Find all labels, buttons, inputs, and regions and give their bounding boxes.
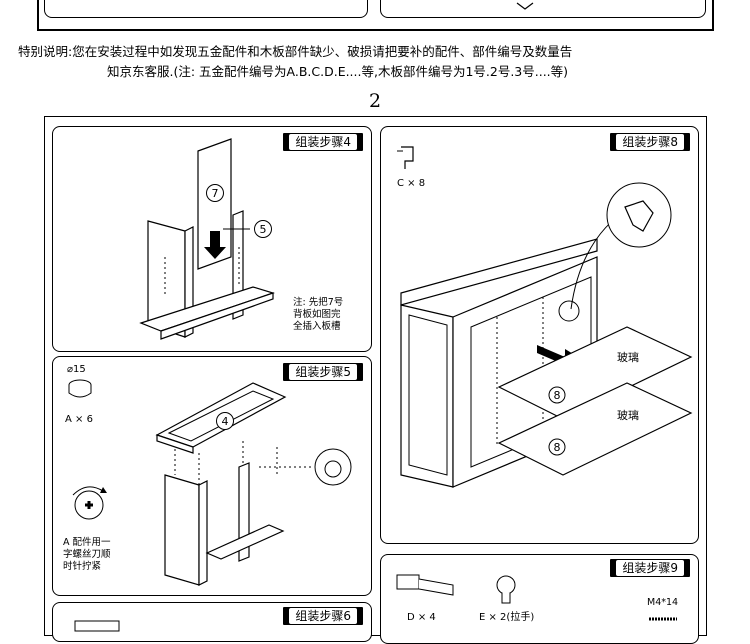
step4-note-line-2: 背板如图完 [293,309,341,320]
step6-panel: 组装步骤6 [52,602,372,642]
prev-panel-left [44,0,368,18]
step4-title: 组装步骤4 [289,134,357,150]
hinge-icon [396,574,454,596]
step6-title: 组装步骤6 [289,608,357,624]
step9-hinge-label: D × 4 [407,612,436,623]
step5-tip-line-3: 时针拧紧 [63,561,102,572]
step4-note-line-3: 全插入板槽 [293,321,341,332]
step8-part-8-b: 8 [554,441,561,454]
step5-badge: 组装步骤5 [283,363,363,381]
step9-badge: 组装步骤9 [610,559,690,577]
step8-part-8-a: 8 [554,389,561,402]
step4-panel: 组装步骤4 7 5 注: 先把7号 背板如图完 全插入板槽 [52,126,372,352]
step4-diagram: 7 5 [139,138,275,340]
step4-part-5: 5 [260,223,267,236]
step5-title: 组装步骤5 [289,364,357,380]
step8-title: 组装步骤8 [616,134,684,150]
handle-knob-icon [496,575,516,604]
step9-screw-label: M4*14 [647,597,679,608]
step5-size-label: ⌀15 [67,364,86,375]
step8-badge: 组装步骤8 [610,133,690,151]
prev-panel-part-icon [516,2,534,10]
step4-note: 注: 先把7号 背板如图完 全插入板槽 [293,297,373,333]
step5-tip-line-1: A 配件用一 [63,537,111,548]
step6-badge: 组装步骤6 [283,607,363,625]
step9-handle-label: E × 2(拉手) [479,612,535,623]
cam-lock-icon [68,379,92,398]
step9-panel: 组装步骤9 D × 4 E × 2(拉手) M4*14 [380,554,699,644]
notice-line-2: 知京东客服.(注: 五金配件编号为A.B.C.D.E....等,木板部件编号为1… [107,64,569,79]
screwdriver-rotate-icon [72,486,107,520]
step5-hardware-label: A × 6 [65,414,93,425]
step5-diagram: 4 [155,382,352,586]
glass-support-icon [397,146,414,169]
step6-part-icon [74,620,120,632]
step4-part-7: 7 [212,187,219,200]
top-rule-bottom [37,29,714,31]
step8-hardware-label: C × 8 [397,178,426,189]
step5-tip-line-2: 字螺丝刀顺 [63,549,111,560]
step5-part-4: 4 [222,415,229,428]
step4-badge: 组装步骤4 [283,133,363,151]
step8-diagram: 玻璃 玻璃 8 8 [400,182,693,488]
top-rule-right [712,0,714,30]
step8-glass-1: 玻璃 [617,350,639,364]
step5-panel: 组装步骤5 ⌀15 A × 6 A 配件用一 字螺丝刀顺 时针拧紧 4 [52,356,372,596]
step8-glass-2: 玻璃 [617,408,639,422]
screw-icon [649,617,677,621]
prev-panel-right [380,0,706,18]
page-number: 2 [368,90,382,112]
step9-title: 组装步骤9 [616,560,684,576]
top-rule [37,0,39,30]
step4-note-line-1: 注: 先把7号 [293,297,344,308]
step8-panel: 组装步骤8 C × 8 玻璃 玻璃 8 8 [380,126,699,544]
notice-line-1: 特别说明:您在安装过程中如发现五金配件和木板部件缺少、破损请把要补的配件、部件编… [18,44,573,59]
step5-tip: A 配件用一 字螺丝刀顺 时针拧紧 [63,537,135,573]
